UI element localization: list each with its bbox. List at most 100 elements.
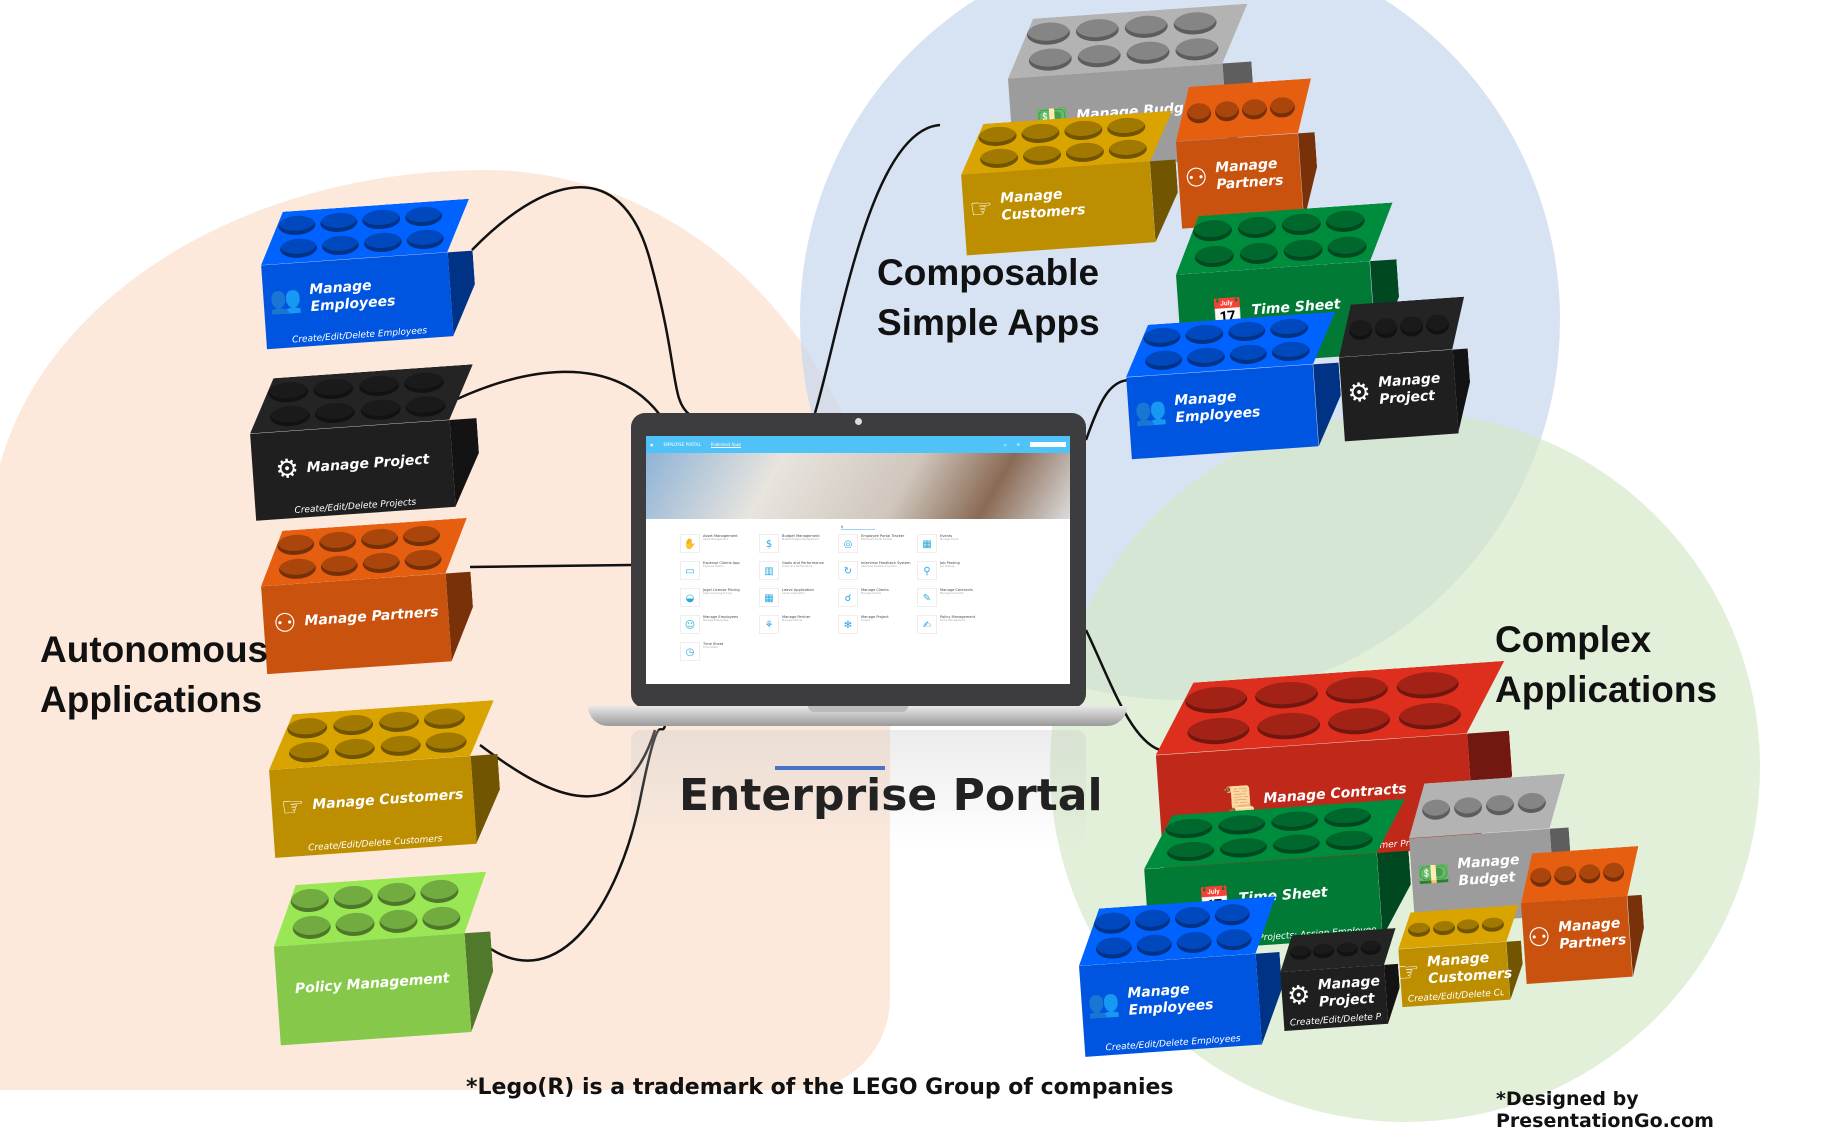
app-subtitle: Manage Event <box>940 538 959 541</box>
app-name: Manage Project <box>861 615 889 619</box>
app-name: Manage Partner <box>782 615 811 619</box>
brick-stud <box>320 554 359 578</box>
notification-icon[interactable]: ✉ <box>1016 442 1020 447</box>
hand-key-icon: ☞ <box>968 193 994 225</box>
brick-label: Manage Customers <box>999 186 1086 224</box>
brick-stud <box>1172 11 1218 36</box>
brick-stud <box>1374 317 1399 339</box>
app-icon: ✋ <box>680 534 700 553</box>
brick-stud <box>1289 945 1312 961</box>
brick-stud <box>1484 793 1515 817</box>
brick-label: Manage Customers <box>1426 949 1513 988</box>
home-icon[interactable]: ⌂ <box>1004 442 1007 447</box>
app-name: Asset Management <box>703 534 738 538</box>
brick-stud <box>1269 96 1296 119</box>
brick-stud <box>1348 319 1373 341</box>
brick-stud <box>1194 244 1235 269</box>
brick-stud <box>360 527 399 551</box>
hero-image <box>646 453 1070 519</box>
brick-stud <box>1063 119 1103 142</box>
brick-stud <box>1075 17 1120 43</box>
brick-stud <box>404 548 443 572</box>
people-icon: 👥 <box>1133 395 1168 428</box>
connector-line <box>813 123 941 414</box>
app-name: Manage Employees <box>703 615 739 619</box>
connector-line <box>454 370 661 416</box>
connector-line <box>471 186 691 416</box>
people-icon: 👥 <box>1086 988 1122 1021</box>
brick-stud <box>421 905 462 932</box>
app-subtitle: Jogel Licensing Pricing <box>703 592 732 595</box>
app-subtitle: Goals and Performance <box>782 565 813 568</box>
brick-label: Policy Management <box>294 970 451 998</box>
app-icon: ✎ <box>917 588 937 607</box>
brick-stud <box>1174 36 1219 62</box>
brick-stud <box>979 148 1019 170</box>
heading-complex: Complex Applications <box>1495 619 1718 710</box>
user-menu[interactable] <box>1030 442 1066 447</box>
brick-manage-employees: 👥 Manage Employees Create/Edit/Delete Em… <box>258 199 479 350</box>
brick-label: Manage Employees <box>1173 388 1261 426</box>
app-icon: ▦ <box>759 588 779 607</box>
laptop-reflection <box>631 730 1086 850</box>
brick-stud <box>1407 922 1431 938</box>
brick-front: 👥 Manage Employees Create/Edit/Delete Em… <box>261 252 454 350</box>
brick-stud <box>1360 940 1382 956</box>
brick-stud <box>1516 791 1547 814</box>
app-name: Budget Management <box>782 534 820 538</box>
brick-manage-customers: ☞ Manage Customers <box>958 111 1182 256</box>
app-subtitle: Time Sheet <box>703 646 718 649</box>
brick-stud <box>358 374 400 398</box>
brick-stud <box>319 211 359 234</box>
brick-manage-employees: 👥 Manage Employees Create/Edit/Delete Em… <box>1075 896 1286 1057</box>
brick-label: Manage Partners <box>1214 156 1284 194</box>
app-name: Leave Application <box>782 588 814 592</box>
brick-stud <box>1421 798 1451 821</box>
app-subtitle: Manage Partner <box>782 619 803 622</box>
tab-published-apps[interactable]: Published Apps <box>710 441 742 448</box>
brick-stud <box>404 205 443 228</box>
app-icon: ▦ <box>917 534 937 553</box>
brick-manage-project: ⚙ Manage Project Create/Edit/Delete Proj… <box>1278 928 1402 1031</box>
app-icon: ⚘ <box>759 615 779 634</box>
brick-stud <box>1270 809 1319 833</box>
brick-manage-customers: ☞ Manage Customers Create/Edit/Delete Cu… <box>265 700 503 858</box>
brick-stud <box>1453 796 1483 819</box>
brick-stud <box>1186 716 1251 747</box>
portal-brand[interactable]: EMPLOYEE PORTAL <box>663 442 701 447</box>
brick-stud <box>419 878 460 905</box>
brick-stud <box>1271 340 1311 363</box>
brick-stud <box>1324 209 1366 234</box>
brick-stud <box>1256 711 1321 742</box>
brick-stud <box>1028 47 1073 72</box>
brick-front: 👥 Manage Employees Create/Edit/Delete Em… <box>1079 953 1262 1057</box>
brick-stud <box>977 125 1017 148</box>
gear-map-icon: ⚙ <box>1346 377 1372 409</box>
brick-stud <box>289 888 330 914</box>
brick-stud <box>1107 139 1148 161</box>
brick-stud <box>1219 836 1268 859</box>
gear-map-icon: ⚙ <box>1286 979 1312 1012</box>
app-subtitle: Manage Employees <box>703 619 729 622</box>
brick-stud <box>278 557 317 581</box>
brick-stud <box>378 710 420 734</box>
search-input[interactable]: ⚲ <box>841 525 875 530</box>
app-icon: ▥ <box>759 561 779 580</box>
